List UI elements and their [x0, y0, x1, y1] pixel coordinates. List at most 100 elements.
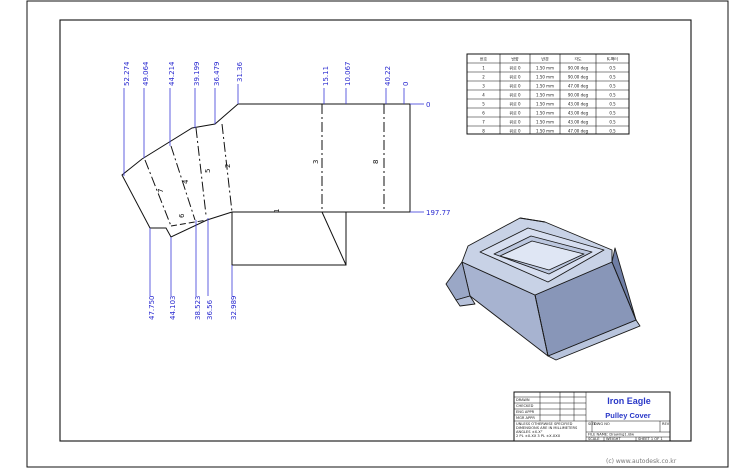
bend-label: 3 — [312, 160, 320, 164]
dim-top: 10.067 — [344, 62, 352, 87]
title-block-cell: ANGLES ±X.X° — [516, 430, 543, 434]
title-block-cell: 2 PL ±X.XX 3 PL ±X.XXX — [516, 434, 561, 438]
bend-table-cell: 1 — [482, 66, 485, 71]
bend-table-cell: 위로 0 — [509, 74, 521, 80]
dim-bottom: 32.989 — [230, 296, 238, 321]
bend-table-cell: 1.50 mm — [536, 129, 554, 134]
dim-bottom: 47.750 — [148, 296, 156, 321]
bend-table-cell: 6 — [482, 111, 485, 116]
title-block-cell: WEIGHT — [606, 437, 621, 441]
bend-table-cell: 위로 0 — [509, 101, 521, 107]
bend-table-cell: 90.00 deg — [568, 75, 589, 80]
title-block-cell: REV — [662, 422, 670, 426]
bend-table-cell: 43.00 deg — [568, 120, 589, 125]
bend-label: 8 — [372, 160, 380, 164]
bend-label: 5 — [204, 169, 212, 173]
bend-table-cell: 43.00 deg — [568, 111, 589, 116]
title-block: Iron Eagle Pulley Cover DRAWN CHECKED ENG … — [513, 391, 671, 442]
bend-table-header: K-팩터 — [607, 56, 618, 62]
bend-label: 1 — [273, 209, 281, 213]
title-block-cell: SIZE — [588, 422, 597, 426]
bend-table-cell: 0.5 — [609, 129, 616, 134]
title-block-cell: DRAWN — [516, 398, 530, 402]
dim-bottom: 38.523 — [194, 296, 202, 321]
bend-labels: 1 2 3 4 5 6 7 8 — [157, 160, 380, 218]
dim-top: 44.214 — [168, 61, 176, 86]
bend-table-cell: 0.5 — [609, 75, 616, 80]
dim-top: 31.36 — [236, 61, 244, 82]
dim-top: 36.479 — [213, 62, 221, 87]
outer-border — [26, 0, 729, 468]
bend-table-cell: 0.5 — [609, 111, 616, 116]
bend-table-cell: 8 — [482, 129, 485, 134]
title-block-cell: SCALE — [588, 437, 600, 441]
bend-table-cell: 1.50 mm — [536, 111, 554, 116]
bend-table-cell: 4 — [482, 93, 485, 98]
bend-table-header: 반경 — [541, 56, 549, 62]
bend-table-cell: 47.00 deg — [568, 84, 589, 89]
title-block-cell: UNLESS OTHERWISE SPECIFIED — [516, 422, 573, 426]
bend-table-cell: 0.5 — [609, 66, 616, 71]
bend-label: 6 — [178, 213, 186, 218]
bend-table-cell: 0.5 — [609, 102, 616, 107]
bend-table-cell: 43.00 deg — [568, 102, 589, 107]
inner-border — [59, 19, 692, 442]
dim-top: 40.22 — [384, 66, 392, 86]
bend-table-cell: 7 — [482, 120, 485, 125]
bend-table-cell: 1.50 mm — [536, 66, 554, 71]
title-block-cell: SHEET 1 OF 1 — [638, 437, 663, 441]
bend-table-cell: 위로 0 — [509, 65, 521, 71]
title-block-cell: FILE NAME: Drawing1.idw — [588, 433, 634, 437]
dim-top: 52.274 — [123, 61, 131, 86]
bend-label: 7 — [157, 189, 165, 193]
bend-table-cell: 위로 0 — [509, 128, 521, 134]
dim-bottom: 44.103 — [169, 296, 177, 321]
bend-table-cell: 5 — [482, 102, 485, 107]
bend-table-cell: 90.00 deg — [568, 93, 589, 98]
title-block-cell: MGR APPR — [516, 416, 535, 420]
bend-table-cell: 2 — [482, 75, 485, 80]
bend-table-cell: 90.00 deg — [568, 66, 589, 71]
dim-top: 39.199 — [193, 62, 201, 87]
bend-table-cell: 1.50 mm — [536, 75, 554, 80]
bend-table-cell: 1.50 mm — [536, 84, 554, 89]
bend-table-cell: 위로 0 — [509, 92, 521, 98]
bend-table-header: 각도 — [574, 56, 582, 62]
flat-pattern-view — [121, 103, 411, 266]
bend-label: 2 — [224, 164, 232, 168]
dim-right: 197.77 — [426, 209, 451, 217]
dimension-lines — [123, 84, 424, 296]
bend-table-cell: 1.50 mm — [536, 102, 554, 107]
watermark: (c) www.autodesk.co.kr — [606, 458, 677, 465]
drawing-title: Iron Eagle — [607, 396, 651, 406]
title-block-cell: CHECKED — [516, 404, 534, 408]
bottom-dimensions: 47.750 44.103 38.523 36.56 32.989 — [148, 296, 238, 321]
right-dimensions: 0 197.77 — [426, 101, 451, 217]
bend-label: 4 — [182, 179, 190, 184]
dim-top: 49.064 — [142, 61, 150, 86]
bend-table-cell: 0.5 — [609, 120, 616, 125]
bend-table-cell: 0.5 — [609, 84, 616, 89]
bend-table-cell: 위로 0 — [509, 110, 521, 116]
bend-table-cell: 1.50 mm — [536, 93, 554, 98]
title-block-cell: ENG APPR — [516, 410, 535, 414]
bend-table-header: 방향 — [511, 56, 519, 62]
bend-table-header: 번호 — [480, 56, 488, 62]
bend-table-cell: 위로 0 — [509, 83, 521, 89]
dim-bottom: 36.56 — [206, 299, 214, 320]
title-block-cell: DWG NO — [594, 422, 610, 426]
bend-table: 번호 방향 반경 각도 K-팩터 1 위로 0 1.50 mm 90.00 deg 0.5 2 위로 … — [466, 53, 630, 135]
title-block-cell: DIMENSIONS ARE IN MILLIMETERS — [516, 426, 578, 430]
part-name: Pulley Cover — [605, 411, 651, 420]
bend-table-cell: 위로 0 — [509, 119, 521, 125]
dim-top: 15.11 — [322, 66, 330, 86]
dim-top: 0 — [402, 82, 410, 86]
dim-right: 0 — [426, 101, 430, 109]
bend-table-cell: 3 — [482, 84, 485, 89]
top-dimensions: 52.274 49.064 44.214 39.199 36.479 31.36… — [123, 61, 410, 86]
isometric-view — [445, 217, 641, 361]
bend-table-cell: 1.50 mm — [536, 120, 554, 125]
bend-table-cell: 47.00 deg — [568, 129, 589, 134]
